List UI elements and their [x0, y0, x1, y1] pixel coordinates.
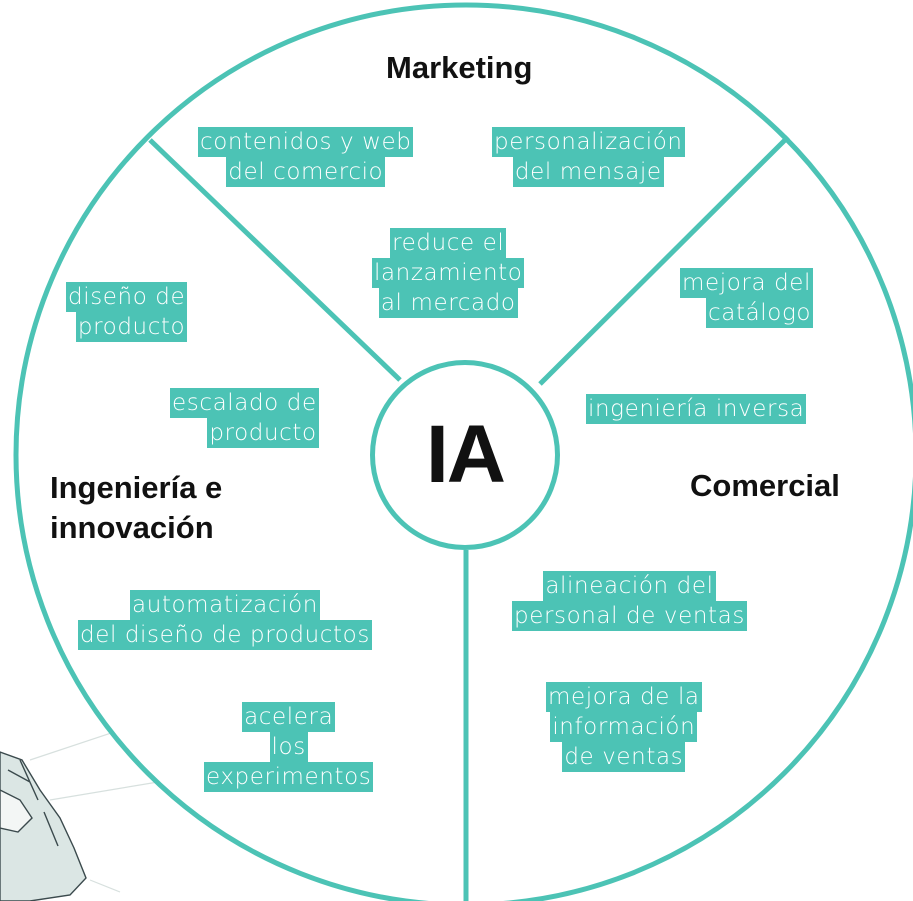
tag-line: acelera: [242, 702, 336, 732]
tag-contenidos: contenidos y web del comercio: [198, 127, 414, 187]
engineering-title-line-2: innovación: [50, 510, 214, 546]
tag-line: mejora del: [680, 268, 814, 298]
tag-line: reduce el: [390, 228, 507, 258]
hub-label: IA: [426, 409, 506, 500]
tag-line: lanzamiento: [372, 258, 525, 288]
tag-line: diseño de: [66, 282, 188, 312]
marketing-title: Marketing: [386, 50, 533, 85]
center-hub: IA: [370, 360, 560, 550]
tag-line: alineación del: [543, 571, 716, 601]
tag-experimentos: acelera los experimentos: [204, 702, 374, 792]
tag-line: escalado de: [170, 388, 319, 418]
engineering-title-line-1: Ingeniería e: [50, 470, 223, 505]
tag-line: personalización: [492, 127, 685, 157]
tag-line: producto: [75, 312, 188, 342]
divider-right: [538, 135, 790, 386]
tag-catalogo: mejora del catálogo: [680, 268, 814, 328]
tag-line: personal de ventas: [512, 601, 747, 631]
person-illustration: [0, 751, 87, 901]
tag-line: catálogo: [706, 298, 814, 328]
tag-informacion: mejora de la información de ventas: [546, 682, 702, 772]
engineering-title: Ingeniería e innovación: [50, 468, 222, 549]
tag-line: del mensaje: [512, 157, 664, 187]
tag-line: mejora de la: [546, 682, 702, 712]
tag-personalizacion: personalización del mensaje: [492, 127, 685, 187]
tag-line: información: [550, 712, 698, 742]
tag-line: contenidos y web: [198, 127, 414, 157]
tag-line: del diseño de productos: [78, 620, 372, 650]
tag-line: ingeniería inversa: [586, 394, 807, 424]
tag-escalado: escalado de producto: [170, 388, 319, 448]
tag-automatizacion: automatización del diseño de productos: [78, 590, 372, 650]
tag-line: experimentos: [204, 762, 374, 792]
tag-line: los: [269, 732, 308, 762]
tag-ingenieria-inversa: ingeniería inversa: [586, 394, 807, 424]
tag-line: del comercio: [226, 157, 386, 187]
divider-left: [148, 138, 402, 382]
tag-alineacion: alineación del personal de ventas: [512, 571, 747, 631]
tag-line: al mercado: [378, 288, 518, 318]
commercial-title: Comercial: [690, 468, 840, 503]
tag-diseno: diseño de producto: [66, 282, 188, 342]
tag-lanzamiento: reduce el lanzamiento al mercado: [372, 228, 525, 318]
tag-line: producto: [207, 418, 319, 448]
tag-line: de ventas: [562, 742, 686, 772]
tag-line: automatización: [130, 590, 320, 620]
